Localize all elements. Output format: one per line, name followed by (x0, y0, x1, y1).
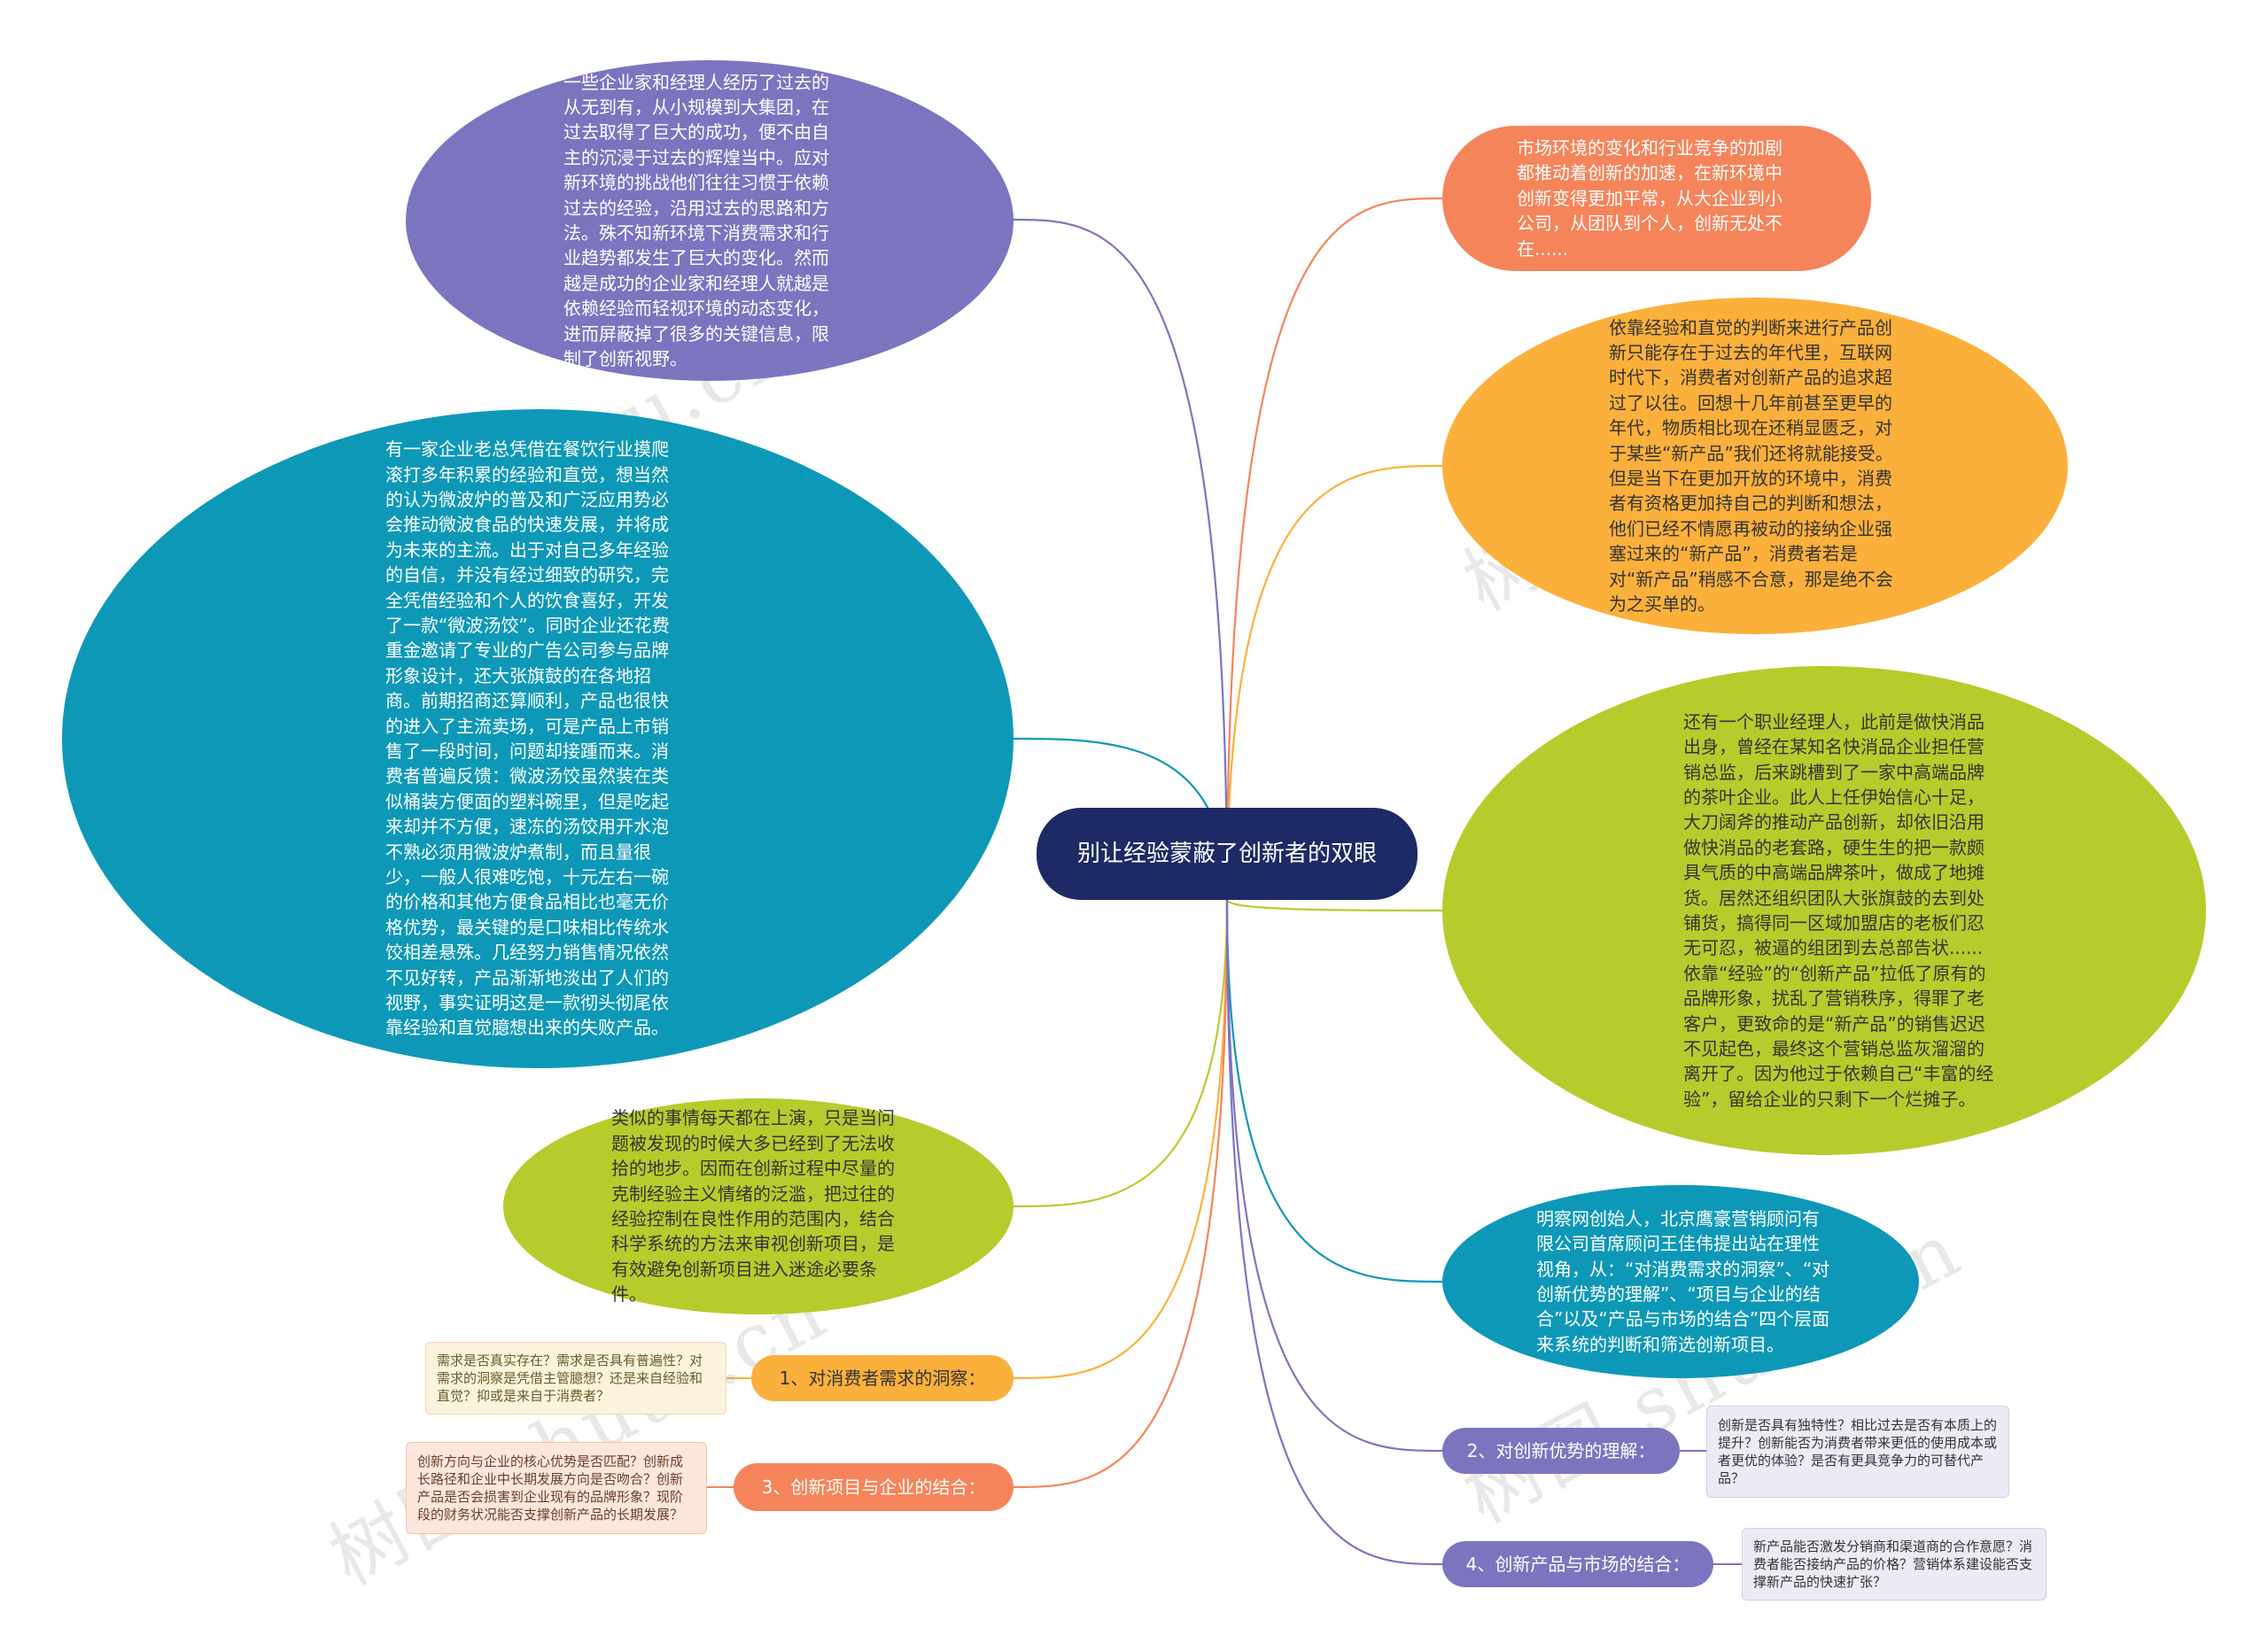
topic-project-enterprise[interactable]: 3、创新项目与企业的结合： (734, 1463, 1014, 1511)
root-topic-label: 别让经验蒙蔽了创新者的双眼 (1076, 840, 1377, 867)
topic-product-market-label: 4、创新产品与市场的结合： (1465, 1553, 1690, 1575)
link-market-change (1225, 197, 1443, 901)
note-consumer-insight-text: 需求是否真实存在？需求是否具有普遍性？对需求的洞察是凭借主管臆想？还是来自经验和… (437, 1352, 703, 1405)
link-consumer-insight (1013, 899, 1229, 1380)
note-project-enterprise-text: 创新方向与企业的核心优势是否匹配？创新成长路径和企业中长期发展方向是否吻合？创新… (417, 1453, 684, 1523)
node-market-change[interactable]: 市场环境的变化和行业竞争的加剧都推动着创新的加速，在新环境中创新变得更加平常，从… (1442, 126, 1871, 271)
node-intuition-text: 依靠经验和直觉的判断来进行产品创新只能存在于过去的年代里，互联网时代下，消费者对… (1609, 316, 1893, 615)
node-tea-case-text: 还有一个职业经理人，此前是做快消品出身，曾经在某知名快消品企业担任营销总监，后来… (1683, 710, 1994, 1110)
node-microwave-case[interactable]: 有一家企业老总凭借在餐饮行业摸爬滚打多年积累的经验和直觉，想当然的认为微波炉的普… (62, 409, 1014, 1068)
topic-project-enterprise-label: 3、创新项目与企业的结合： (761, 1476, 986, 1498)
link-innovation-advantage (1225, 899, 1443, 1453)
node-experience-blind[interactable]: 一些企业家和经理人经历了过去的从无到有，从小规模到大集团，在过去取得了巨大的成功… (406, 60, 1014, 381)
link-tea-case (1225, 899, 1443, 912)
node-daily-lesson[interactable]: 类似的事情每天都在上演，只是当问题被发现的时候大多已经到了无法收拾的地步。因而在… (503, 1098, 1014, 1314)
link-intuition (1225, 464, 1443, 901)
node-intuition[interactable]: 依靠经验和直觉的判断来进行产品创新只能存在于过去的年代里，互联网时代下，消费者对… (1442, 298, 2068, 634)
link-daily-lesson (1013, 899, 1229, 1208)
node-market-change-text: 市场环境的变化和行业竞争的加剧都推动着创新的加速，在新环境中创新变得更加平常，从… (1517, 137, 1783, 260)
node-daily-lesson-text: 类似的事情每天都在上演，只是当问题被发现的时候大多已经到了无法收拾的地步。因而在… (611, 1107, 895, 1306)
note-project-enterprise: 创新方向与企业的核心优势是否匹配？创新成长路径和企业中长期发展方向是否吻合？创新… (406, 1442, 707, 1534)
link-product-market (1225, 899, 1443, 1566)
note-product-market: 新产品能否激发分销商和渠道商的合作意愿？消费者能否接纳产品的价格？营销体系建设能… (1742, 1528, 2047, 1601)
node-expert[interactable]: 明察网创始人，北京鹰豪营销顾问有限公司首席顾问王佳伟提出站在理性视角，从：“对消… (1442, 1185, 1919, 1378)
note-product-market-text: 新产品能否激发分销商和渠道商的合作意愿？消费者能否接纳产品的价格？营销体系建设能… (1753, 1538, 2033, 1591)
topic-innovation-advantage[interactable]: 2、对创新优势的理解： (1442, 1428, 1680, 1474)
topic-product-market[interactable]: 4、创新产品与市场的结合： (1442, 1541, 1713, 1587)
link-expert (1225, 899, 1443, 1283)
root-topic[interactable]: 别让经验蒙蔽了创新者的双眼 (1037, 808, 1418, 900)
node-tea-case[interactable]: 还有一个职业经理人，此前是做快消品出身，曾经在某知名快消品企业担任营销总监，后来… (1442, 666, 2206, 1155)
node-microwave-case-text: 有一家企业老总凭借在餐饮行业摸爬滚打多年积累的经验和直觉，想当然的认为微波炉的普… (385, 438, 670, 1039)
node-expert-text: 明察网创始人，北京鹰豪营销顾问有限公司首席顾问王佳伟提出站在理性视角，从：“对消… (1536, 1207, 1830, 1355)
node-experience-blind-text: 一些企业家和经理人经历了过去的从无到有，从小规模到大集团，在过去取得了巨大的成功… (563, 71, 829, 369)
topic-consumer-insight-label: 1、对消费者需求的洞察： (779, 1367, 986, 1389)
note-innovation-advantage: 创新是否具有独特性？相比过去是否有本质上的提升？创新能否为消费者带来更低的使用成… (1706, 1406, 2009, 1498)
note-innovation-advantage-text: 创新是否具有独特性？相比过去是否有本质上的提升？创新能否为消费者带来更低的使用成… (1718, 1416, 1998, 1487)
topic-consumer-insight[interactable]: 1、对消费者需求的洞察： (751, 1355, 1014, 1401)
note-consumer-insight: 需求是否真实存在？需求是否具有普遍性？对需求的洞察是凭借主管臆想？还是来自经验和… (425, 1342, 726, 1415)
link-project-enterprise (1013, 899, 1229, 1489)
link-experience-blind (1013, 218, 1229, 901)
topic-innovation-advantage-label: 2、对创新优势的理解： (1466, 1439, 1656, 1461)
